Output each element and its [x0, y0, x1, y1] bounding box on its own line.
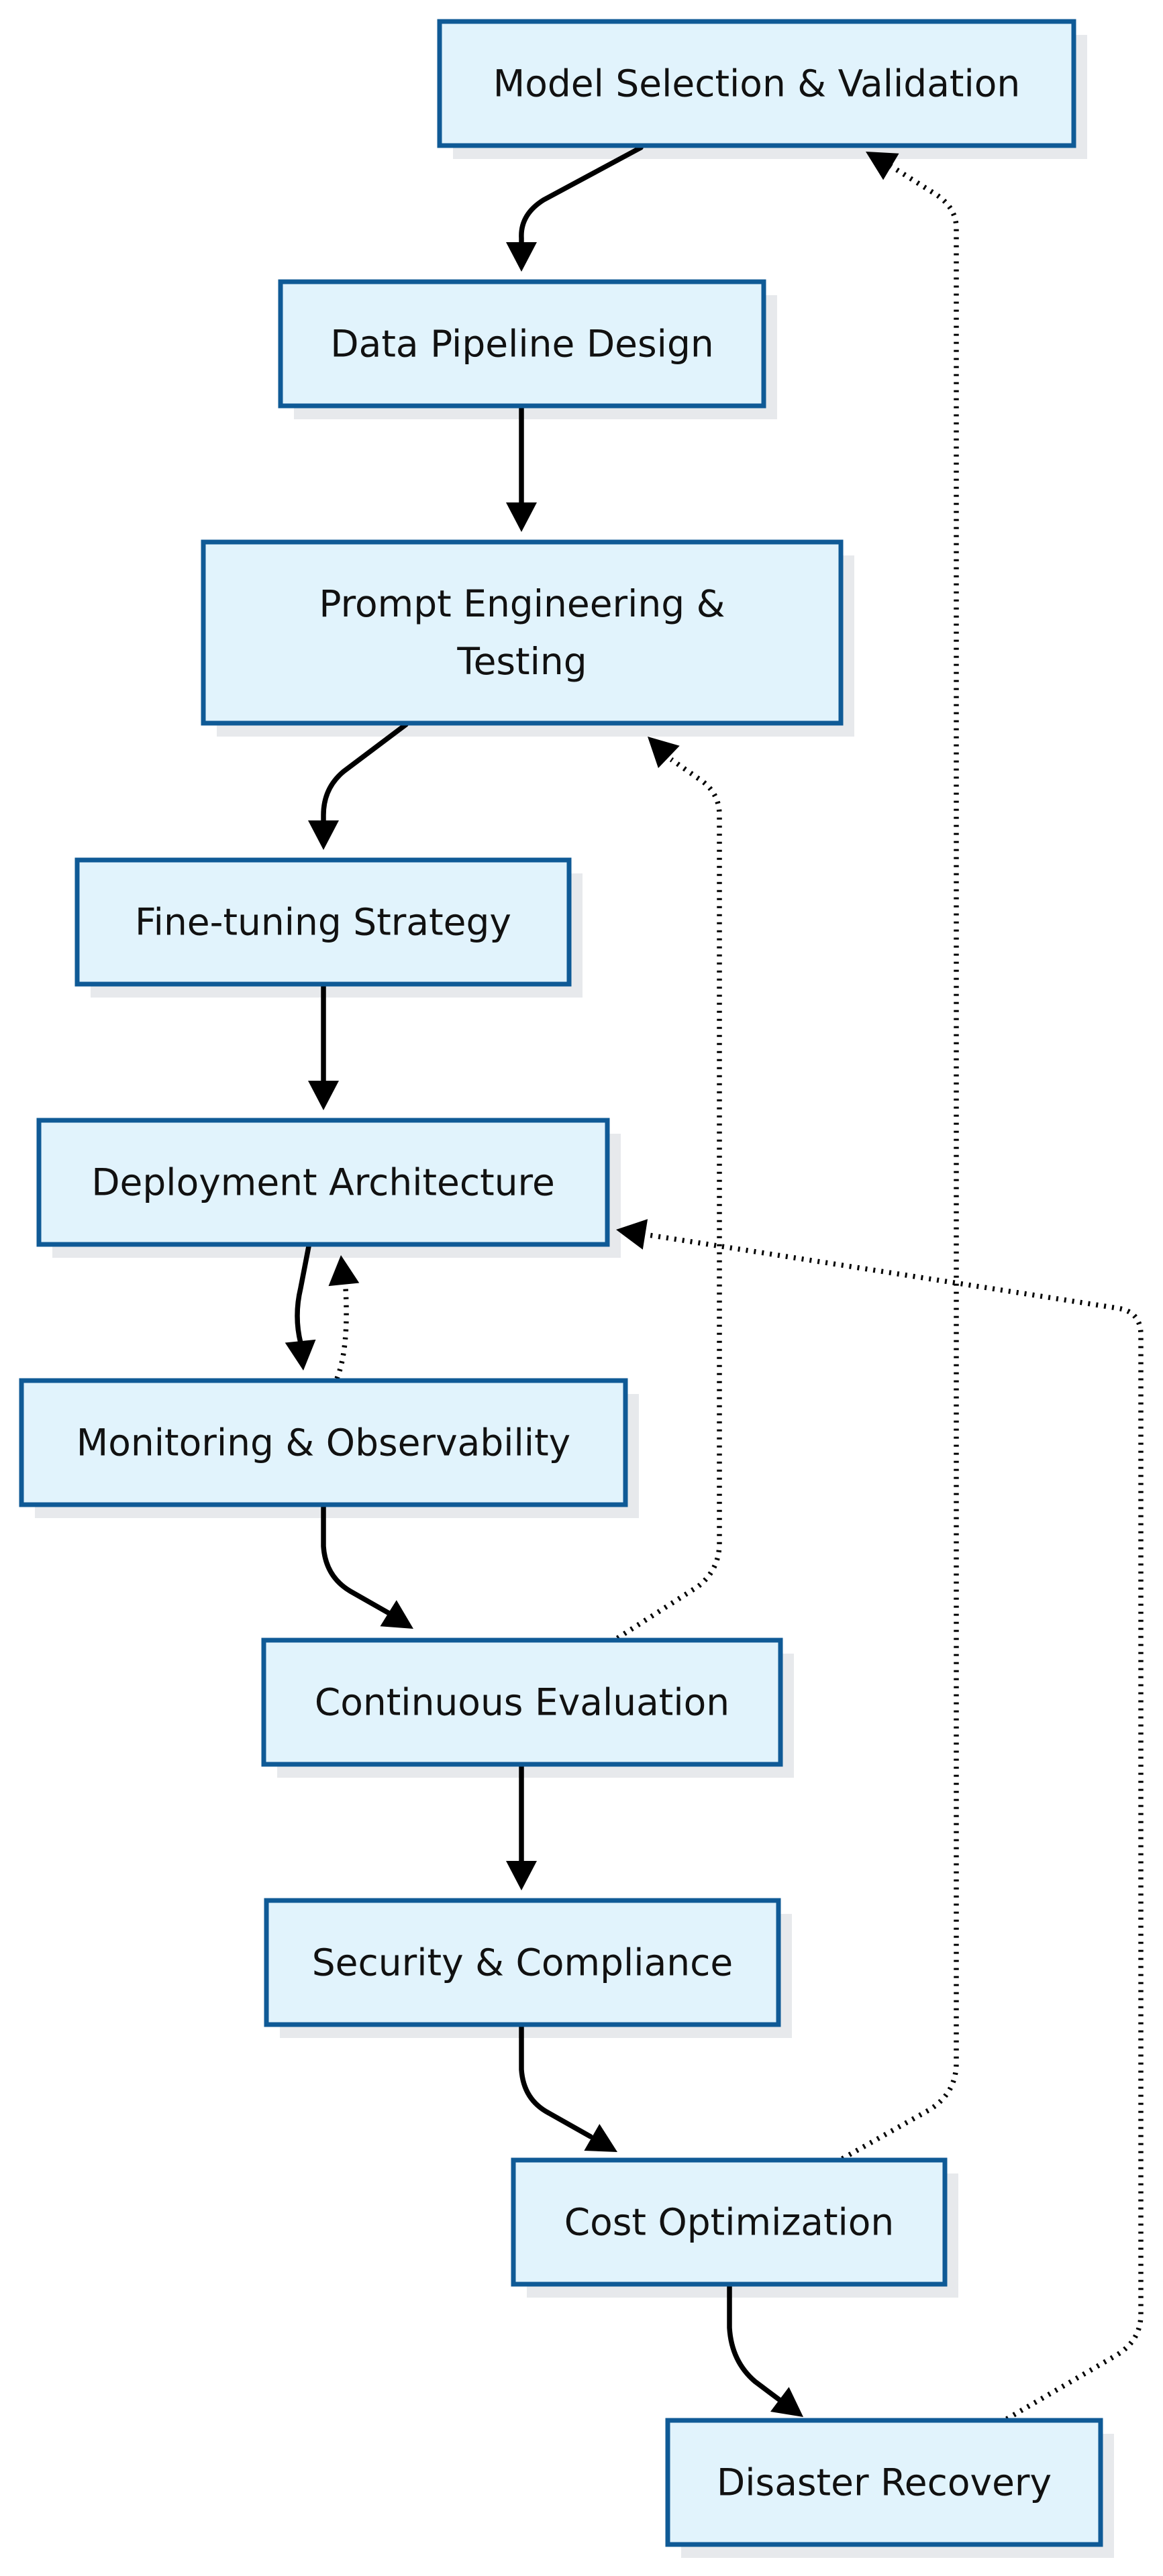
- edge-continuous-evaluation-to-prompt-engineering: [615, 737, 722, 1641]
- node-label: Continuous Evaluation: [315, 1681, 729, 1724]
- arrowhead: [648, 737, 680, 768]
- node-label: Prompt Engineering &: [319, 582, 725, 625]
- edge-continuous-evaluation-to-security: [506, 1763, 537, 1890]
- node-deployment[interactable]: Deployment Architecture: [36, 1118, 610, 1247]
- edge-fine-tuning-to-deployment: [308, 983, 339, 1110]
- arrowhead: [506, 502, 537, 532]
- edge-model-selection-to-data-pipeline: [506, 145, 644, 272]
- node-label: Monitoring & Observability: [77, 1421, 570, 1464]
- arrowhead: [308, 1081, 339, 1110]
- node-fine-tuning[interactable]: Fine-tuning Strategy: [74, 857, 572, 987]
- node-box: [36, 1118, 610, 1247]
- edge-line: [321, 1503, 392, 1616]
- node-box: [437, 19, 1076, 148]
- node-box: [665, 2418, 1103, 2547]
- edge-line: [334, 1281, 349, 1380]
- node-model-selection[interactable]: Model Selection & Validation: [437, 19, 1076, 148]
- node-box: [511, 2157, 948, 2287]
- arrowhead: [328, 1255, 360, 1287]
- node-data-pipeline[interactable]: Data Pipeline Design: [278, 279, 766, 409]
- node-box: [19, 1378, 628, 1507]
- node-label: Security & Compliance: [312, 1941, 733, 1984]
- arrowhead: [584, 2124, 617, 2152]
- arrowhead: [506, 242, 537, 272]
- arrowhead: [380, 1600, 413, 1629]
- node-prompt-engineering[interactable]: Prompt Engineering & Testing: [201, 539, 844, 726]
- edge-layer: [285, 145, 1144, 2422]
- edge-prompt-engineering-to-fine-tuning: [308, 722, 409, 850]
- node-label: Fine-tuning Strategy: [135, 901, 511, 944]
- edge-monitoring-to-deployment: [328, 1255, 360, 1380]
- arrowhead: [285, 1339, 316, 1371]
- node-label: Disaster Recovery: [717, 2461, 1052, 2504]
- arrowhead: [506, 1861, 537, 1890]
- edge-line: [519, 145, 644, 247]
- node-box: [278, 279, 766, 409]
- node-label: Data Pipeline Design: [330, 323, 713, 366]
- node-label: Testing: [456, 640, 587, 683]
- node-label: Model Selection & Validation: [493, 62, 1021, 105]
- node-label: Cost Optimization: [564, 2201, 895, 2244]
- node-box: [264, 1898, 781, 2027]
- edge-disaster-recovery-to-deployment: [616, 1219, 1144, 2422]
- edge-security-to-cost-optimization: [519, 2023, 617, 2152]
- arrowhead: [616, 1219, 648, 1250]
- edge-deployment-to-monitoring: [285, 1244, 316, 1371]
- node-disaster-recovery[interactable]: Disaster Recovery: [665, 2418, 1103, 2547]
- edge-line: [519, 2023, 593, 2139]
- edge-line: [841, 162, 959, 2161]
- arrowhead: [770, 2387, 803, 2417]
- node-box: [201, 539, 844, 726]
- node-continuous-evaluation[interactable]: Continuous Evaluation: [261, 1638, 783, 1767]
- edge-line: [727, 2284, 785, 2404]
- edge-monitoring-to-continuous-evaluation: [321, 1503, 413, 1629]
- node-security[interactable]: Security & Compliance: [264, 1898, 781, 2027]
- node-box: [261, 1638, 783, 1767]
- node-monitoring[interactable]: Monitoring & Observability: [19, 1378, 628, 1507]
- edge-data-pipeline-to-prompt-engineering: [506, 405, 537, 532]
- node-cost-optimization[interactable]: Cost Optimization: [511, 2157, 948, 2287]
- edge-line: [295, 1244, 311, 1346]
- node-box: [74, 857, 572, 987]
- edge-line: [321, 722, 409, 825]
- arrowhead: [308, 820, 339, 850]
- edge-cost-optimization-to-model-selection: [841, 152, 959, 2161]
- arrowhead: [866, 152, 899, 180]
- node-label: Deployment Architecture: [91, 1161, 555, 1204]
- edge-cost-optimization-to-disaster-recovery: [727, 2284, 803, 2417]
